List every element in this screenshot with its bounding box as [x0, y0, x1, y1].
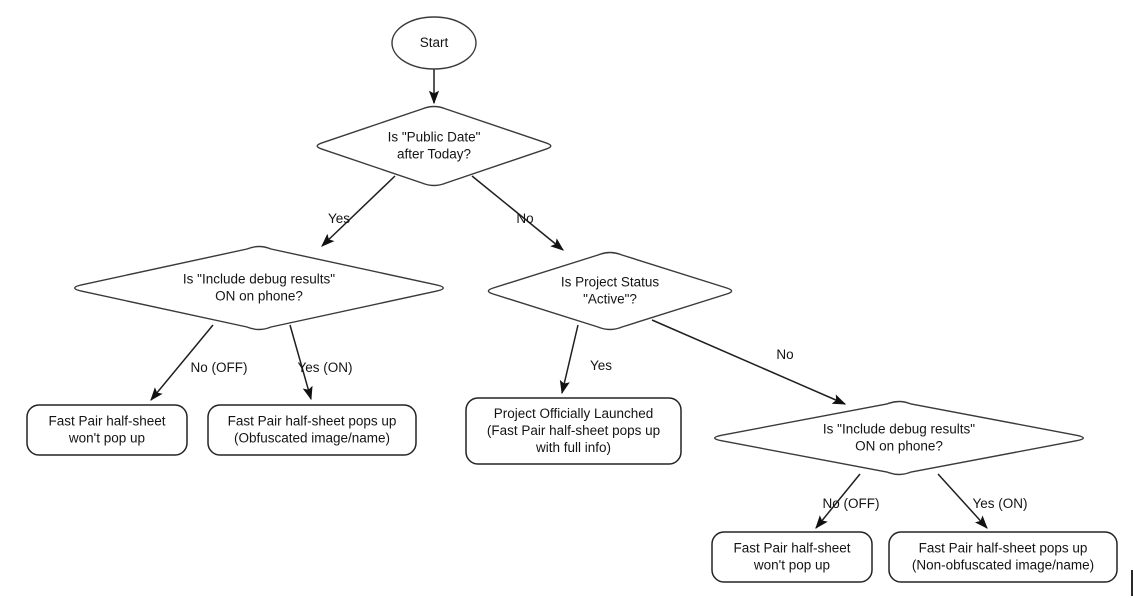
node-right-non-obfuscated	[888, 531, 1118, 583]
edge-label-debug-left-no-off: No (OFF)	[191, 360, 248, 375]
edge-public-date-yes	[321, 175, 396, 247]
node-project-status-decision	[487, 251, 733, 331]
edge-debug-right-yes-on	[937, 473, 988, 529]
node-label-right-non-obfuscated: Fast Pair half-sheet pops up(Non-obfusca…	[912, 540, 1094, 572]
edge-public-date-no	[471, 175, 564, 251]
node-label-public-date-decision: Is "Public Date"after Today?	[388, 129, 481, 161]
node-public-date-decision	[316, 105, 552, 187]
node-label-project-launched: Project Officially Launched(Fast Pair ha…	[487, 406, 660, 455]
edge-debug-left-no-off	[150, 324, 214, 401]
node-label-debug-results-right-decision: Is "Include debug results"ON on phone?	[823, 421, 975, 453]
nodes-layer: Start Is "Public Date"after Today? Is "Inc…	[26, 16, 1118, 583]
page-edge-mark	[1131, 570, 1133, 596]
node-label-project-status-decision: Is Project Status"Active"?	[561, 274, 660, 306]
edges-layer	[150, 69, 988, 529]
node-right-wont-pop-up	[711, 531, 873, 583]
node-label-start: Start	[420, 35, 449, 50]
edge-label-public-date-yes: Yes	[328, 211, 350, 226]
edge-debug-left-yes-on	[289, 324, 313, 401]
node-label-debug-results-left-decision: Is "Include debug results"ON on phone?	[183, 271, 335, 303]
edge-project-status-yes	[559, 324, 579, 395]
edge-label-public-date-no: No	[516, 211, 533, 226]
node-debug-results-left-decision	[73, 245, 445, 331]
edge-label-project-status-no: No	[776, 347, 793, 362]
node-left-wont-pop-up	[26, 404, 188, 456]
node-debug-results-right-decision	[713, 400, 1085, 476]
edge-label-debug-left-yes-on: Yes (ON)	[297, 360, 352, 375]
node-label-left-obfuscated: Fast Pair half-sheet pops up(Obfuscated …	[228, 413, 397, 445]
node-start	[391, 16, 477, 70]
edge-project-status-no	[651, 319, 847, 405]
edge-label-debug-right-no-off: No (OFF)	[823, 496, 880, 511]
node-project-launched	[465, 397, 682, 465]
edge-label-project-status-yes: Yes	[590, 358, 612, 373]
edge-debug-right-no-off	[815, 473, 861, 529]
node-left-obfuscated	[207, 404, 417, 456]
edge-label-debug-right-yes-on: Yes (ON)	[972, 496, 1027, 511]
